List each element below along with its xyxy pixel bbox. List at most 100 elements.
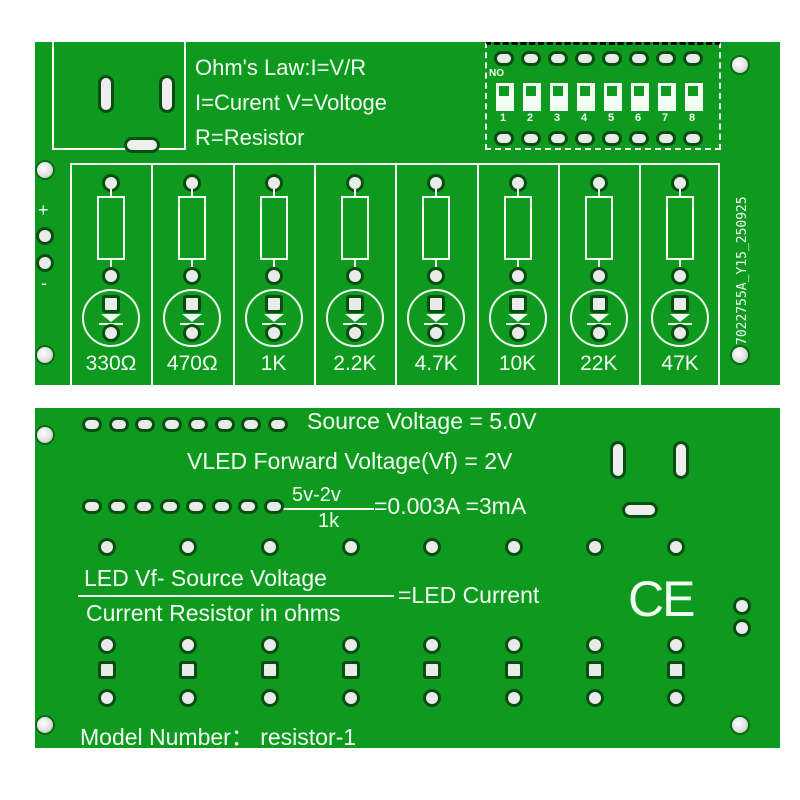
resistor-pad <box>267 270 280 282</box>
resistor-pad <box>430 270 443 282</box>
example-denominator: 1k <box>318 510 340 532</box>
led-pad <box>670 664 683 676</box>
dip-switch-window <box>634 86 644 96</box>
led-pad <box>101 692 113 704</box>
header-pad <box>241 502 255 511</box>
formula-fraction-bar <box>78 595 394 597</box>
header-pad <box>217 420 232 429</box>
led-anode-pad <box>511 298 524 310</box>
resistor-outline <box>503 196 532 260</box>
resistor-pad <box>348 270 361 282</box>
example-result: =0.003A =3mA <box>374 493 527 519</box>
resistor-pad <box>430 177 443 189</box>
led-anode-pad <box>186 298 199 310</box>
resistor-value-label: 2.2K <box>333 352 377 375</box>
led-pad <box>344 692 357 704</box>
dip-switch-number: 3 <box>554 112 561 124</box>
resistor-pad <box>105 177 117 189</box>
header-pad <box>111 502 125 511</box>
led-diode-bar <box>99 323 123 325</box>
header-pad <box>244 420 258 429</box>
led-outline <box>244 289 303 347</box>
jack-slot-pad <box>162 78 172 110</box>
dip-switch-window <box>580 86 590 96</box>
header-pad <box>85 420 99 429</box>
resistor-pad <box>186 177 199 189</box>
resistor-pad <box>507 541 520 553</box>
resistor-outline <box>422 196 451 260</box>
dip-pad <box>497 54 511 63</box>
resistor-pad <box>674 177 687 189</box>
dip-pad <box>686 54 700 63</box>
resistor-lead <box>353 189 356 197</box>
resistor-lead <box>191 260 194 270</box>
dip-pad <box>551 134 565 143</box>
power-minus-label: - <box>41 273 47 293</box>
dip-pad <box>686 134 700 143</box>
dip-pad <box>659 54 673 63</box>
led-diode-symbol-icon <box>670 314 691 322</box>
header-pad <box>85 502 99 511</box>
led-cathode-pad <box>430 327 443 339</box>
dip-switch-window <box>607 86 617 96</box>
led-diode-bar <box>342 323 367 325</box>
example-numerator: 5v-2v <box>292 484 341 506</box>
bottom-pcb-board <box>35 408 780 748</box>
formula-result: =LED Current <box>398 582 540 608</box>
mounting-hole <box>37 347 53 363</box>
resistor-outline <box>259 196 288 260</box>
jack-slot-pad <box>676 444 686 476</box>
led-diode-symbol-icon <box>507 314 528 322</box>
dip-switch-window <box>526 86 536 96</box>
example-fraction-bar <box>282 508 374 510</box>
led-diode-symbol-icon <box>426 314 447 322</box>
resistor-pad <box>348 177 361 189</box>
jack-slot-pad <box>101 78 111 110</box>
dip-switch-number: 6 <box>635 112 642 124</box>
resistor-pad <box>186 270 199 282</box>
led-outline <box>163 289 222 347</box>
led-pad <box>263 664 276 676</box>
resistor-pad <box>588 541 601 553</box>
dip-pad <box>605 134 619 143</box>
led-outline <box>569 289 628 347</box>
header-pad <box>138 420 152 429</box>
power-plus-label: + <box>38 200 49 220</box>
source-voltage-text: Source Voltage = 5.0V <box>307 408 537 434</box>
column-divider <box>476 163 479 385</box>
resistor-pad <box>670 541 683 553</box>
jack-slot-pad <box>613 444 623 476</box>
led-pad <box>426 692 439 704</box>
led-cathode-pad <box>267 327 280 339</box>
led-pad <box>507 692 520 704</box>
resistor-pad <box>263 541 276 553</box>
dip-pad <box>632 54 646 63</box>
resistor-lead <box>516 189 519 197</box>
column-divider <box>557 163 560 385</box>
dip-switch-outline <box>485 42 721 150</box>
resistor-value-label: 22K <box>580 352 618 375</box>
led-cathode-pad <box>348 327 361 339</box>
resistor-lead <box>516 260 519 270</box>
dip-pad <box>524 54 538 63</box>
power-pad <box>736 622 748 634</box>
dip-pad <box>659 134 673 143</box>
resistor-lead <box>679 189 682 197</box>
resistor-pad <box>592 270 605 282</box>
led-pad <box>182 692 195 704</box>
resistor-lead <box>272 260 275 270</box>
led-pad <box>101 639 113 651</box>
resistor-outline <box>178 196 207 260</box>
dip-switch-number: 8 <box>689 112 696 124</box>
header-pad <box>137 502 151 511</box>
led-diode-symbol-icon <box>101 314 121 322</box>
led-diode-bar <box>424 323 449 325</box>
led-pad <box>344 639 357 651</box>
led-pad <box>507 664 520 676</box>
ohms-law-line-1: Ohm's Law:I=V/R <box>195 55 367 80</box>
led-pad <box>344 664 357 676</box>
led-anode-pad <box>674 298 687 310</box>
resistor-lead <box>597 260 600 270</box>
led-cathode-pad <box>105 327 117 339</box>
resistor-lead <box>272 189 275 197</box>
